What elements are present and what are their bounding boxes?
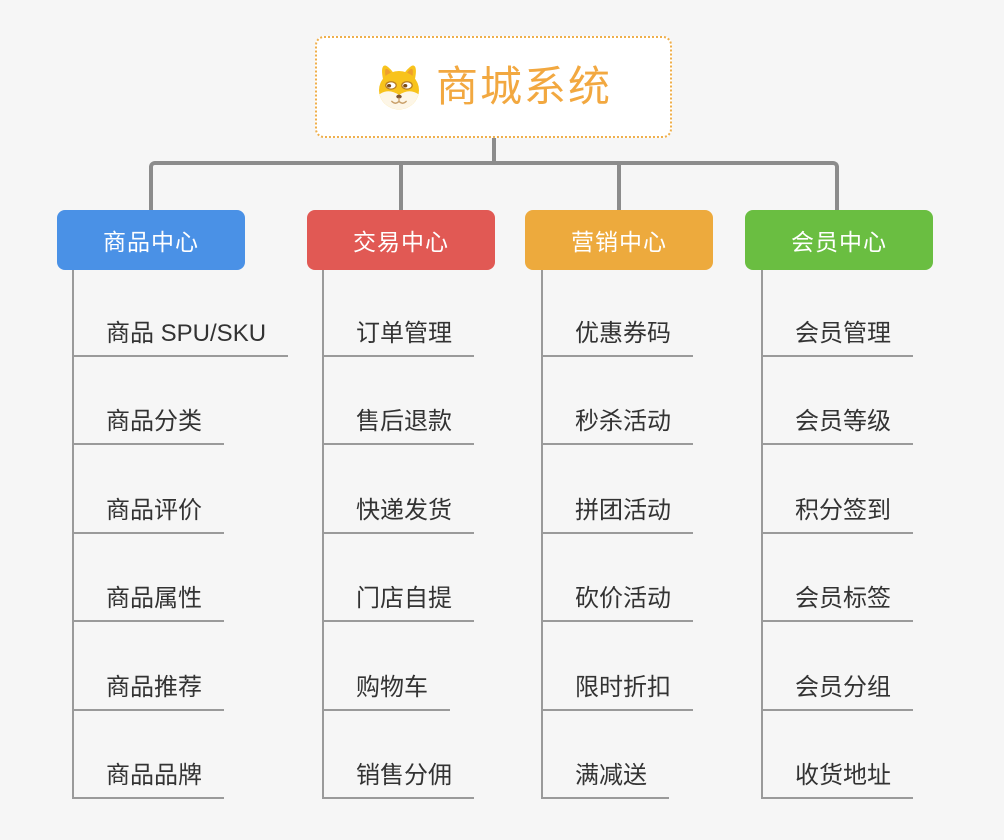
child-topic[interactable]: 满减送	[541, 711, 669, 799]
child-topic[interactable]: 购物车	[322, 622, 450, 711]
child-topic[interactable]: 商品评价	[72, 445, 224, 534]
branch-label: 营销中心	[571, 229, 667, 255]
child-topic[interactable]: 秒杀活动	[541, 357, 693, 445]
child-topic[interactable]: 会员分组	[761, 622, 913, 711]
connector-bus	[149, 161, 839, 210]
branch-children: 会员管理会员等级积分签到会员标签会员分组收货地址	[761, 268, 913, 799]
child-topic[interactable]: 会员管理	[761, 268, 913, 357]
root-title: 商城系统	[435, 63, 612, 110]
child-topic[interactable]: 门店自提	[322, 534, 474, 622]
child-topic[interactable]: 砍价活动	[541, 534, 693, 622]
child-topic[interactable]: 收货地址	[761, 711, 913, 799]
trunk-line	[541, 270, 543, 798]
connector-stem	[492, 138, 496, 165]
branch-node[interactable]: 营销中心	[525, 210, 713, 270]
child-topic[interactable]: 会员标签	[761, 534, 913, 622]
branch-label: 会员中心	[791, 229, 887, 255]
child-topic[interactable]: 销售分佣	[322, 711, 474, 799]
child-topic-list: 会员管理会员等级积分签到会员标签会员分组收货地址	[761, 268, 913, 799]
branch-node[interactable]: 交易中心	[307, 210, 495, 270]
child-topic-list: 订单管理售后退款快递发货门店自提购物车销售分佣	[322, 268, 474, 799]
child-topic[interactable]: 商品分类	[72, 357, 224, 445]
child-topic[interactable]: 订单管理	[322, 268, 474, 357]
child-topic[interactable]: 限时折扣	[541, 622, 693, 711]
child-topic[interactable]: 售后退款	[322, 357, 474, 445]
branch-label: 商品中心	[103, 229, 199, 255]
shiba-dog-icon	[378, 65, 419, 110]
connector-drop	[617, 165, 621, 210]
branch-node[interactable]: 商品中心	[57, 210, 245, 270]
child-topic[interactable]: 商品 SPU/SKU	[72, 268, 289, 357]
branch-children: 订单管理售后退款快递发货门店自提购物车销售分佣	[322, 268, 474, 799]
trunk-line	[322, 270, 324, 798]
trunk-line	[761, 270, 763, 798]
child-topic[interactable]: 商品品牌	[72, 711, 224, 799]
branch-children: 优惠券码秒杀活动拼团活动砍价活动限时折扣满减送	[541, 268, 693, 799]
branch-label: 交易中心	[353, 229, 449, 255]
child-topic-list: 优惠券码秒杀活动拼团活动砍价活动限时折扣满减送	[541, 268, 693, 799]
child-topic[interactable]: 商品属性	[72, 534, 224, 622]
child-topic[interactable]: 优惠券码	[541, 268, 693, 357]
trunk-line	[72, 270, 74, 798]
root-node[interactable]: 商城系统	[315, 36, 672, 138]
child-topic[interactable]: 快递发货	[322, 445, 474, 534]
child-topic[interactable]: 积分签到	[761, 445, 913, 534]
child-topic[interactable]: 会员等级	[761, 357, 913, 445]
child-topic[interactable]: 拼团活动	[541, 445, 693, 534]
connector-drop	[399, 165, 403, 210]
child-topic[interactable]: 商品推荐	[72, 622, 224, 711]
branch-node[interactable]: 会员中心	[745, 210, 933, 270]
